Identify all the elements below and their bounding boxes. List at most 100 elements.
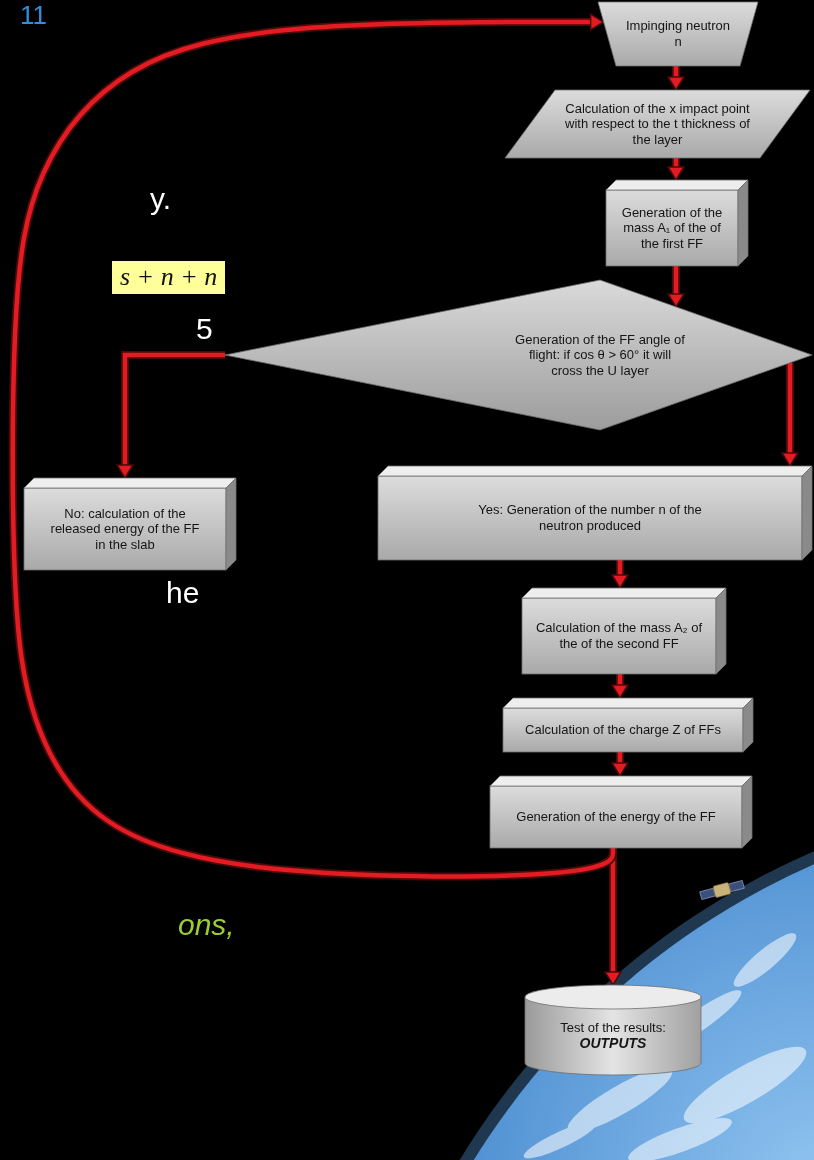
flow-arrow xyxy=(612,752,628,776)
box-top-bevel xyxy=(503,698,753,708)
arrow-head xyxy=(782,453,798,466)
arrow-line xyxy=(125,355,225,466)
box-face xyxy=(490,786,742,848)
text-area: Test of the results:OUTPUTS xyxy=(525,1009,701,1063)
flow-arrow xyxy=(612,674,628,698)
flow-arrow xyxy=(605,848,621,985)
arrow-line xyxy=(618,560,623,576)
flow-arrow xyxy=(782,363,798,466)
earth-clouds xyxy=(520,927,814,1160)
arrow-outline xyxy=(786,363,794,454)
box-side-bevel xyxy=(738,180,748,266)
node-text: OUTPUTS xyxy=(580,1035,647,1052)
arrow-head xyxy=(612,685,628,698)
arrow-line xyxy=(674,66,679,78)
node-text: Generation of the FF angle of flight: if… xyxy=(513,332,688,379)
box-top-bevel xyxy=(24,478,236,488)
text-area: Generation of the FF angle of flight: if… xyxy=(507,280,694,430)
earth-globe xyxy=(360,800,814,1160)
arrow-line xyxy=(618,752,623,764)
box-side-bevel xyxy=(742,776,752,848)
input-parallelogram: Calculation of the x impact point with r… xyxy=(505,90,810,158)
process-box: Calculation of the charge Z of FFs xyxy=(503,698,753,752)
slide-text-fragment: s + n + n xyxy=(112,261,225,294)
arrow-head xyxy=(117,465,133,478)
arrow-line xyxy=(618,674,623,686)
text-area: No: calculation of the released energy o… xyxy=(24,488,226,570)
process-box: Generation of the energy of the FF xyxy=(490,776,752,848)
arrow-line xyxy=(788,363,793,454)
slide-text-fragment: 5 xyxy=(196,312,213,345)
arrow-head xyxy=(668,167,684,180)
box-face xyxy=(378,476,802,560)
box-top-bevel xyxy=(606,180,748,190)
node-text: Calculation of the mass A₂ of the of the… xyxy=(534,620,704,651)
text-area: Calculation of the mass A₂ of the of the… xyxy=(522,598,716,674)
text-area: Generation of the mass A₁ of the of the … xyxy=(606,190,738,266)
node-text: Impinging neutron n xyxy=(623,18,733,49)
graphic-part xyxy=(520,1116,599,1160)
arrow-line xyxy=(611,848,616,973)
node-text: Generation of the mass A₁ of the of the … xyxy=(613,205,731,252)
satellite xyxy=(699,879,745,902)
arrow-outline xyxy=(616,674,624,686)
node-text: Generation of the energy of the FF xyxy=(516,809,715,825)
graphic-part xyxy=(728,927,802,994)
arrow-outline xyxy=(672,266,680,295)
arrow-line xyxy=(674,266,679,295)
decision-diamond: Generation of the FF angle of flight: if… xyxy=(225,280,812,430)
text-area: Yes: Generation of the number n of the n… xyxy=(378,476,802,560)
text-area: Calculation of the x impact point with r… xyxy=(505,90,810,158)
parallelogram-outline xyxy=(505,90,810,158)
trapezoid-outline xyxy=(598,2,758,66)
graphic-part xyxy=(700,888,716,899)
shape-outline xyxy=(225,280,812,430)
box-top-bevel xyxy=(490,776,752,786)
text-area: Generation of the energy of the FF xyxy=(490,786,742,848)
database-cylinder: Test of the results:OUTPUTS xyxy=(525,985,701,1075)
slide-text-fragment: ons, xyxy=(178,908,235,941)
slide-text-fragment: y. xyxy=(150,182,171,215)
arrow-outline xyxy=(616,560,624,576)
arrow-outline xyxy=(616,752,624,764)
arrow-outline xyxy=(672,66,680,78)
arrow-outline xyxy=(125,355,225,466)
box-side-bevel xyxy=(226,478,236,570)
slide-text-fragment: 11 xyxy=(20,1,47,30)
cylinder-top xyxy=(525,985,701,1009)
node-text: Calculation of the x impact point with r… xyxy=(555,101,760,148)
process-box: Yes: Generation of the number n of the n… xyxy=(378,466,812,560)
manual-input-trapezoid: Impinging neutron n xyxy=(598,2,758,66)
process-box: No: calculation of the released energy o… xyxy=(24,478,236,570)
text-area: Impinging neutron n xyxy=(616,2,740,66)
process-box: Generation of the mass A₁ of the of the … xyxy=(606,180,748,266)
arrow-head xyxy=(668,77,684,90)
flow-arrow xyxy=(612,560,628,588)
node-text: No: calculation of the released energy o… xyxy=(50,506,200,553)
node-text: Calculation of the charge Z of FFs xyxy=(525,722,721,738)
node-text: Test of the results: xyxy=(560,1020,666,1036)
box-face xyxy=(503,708,743,752)
box-face xyxy=(606,190,738,266)
box-top-bevel xyxy=(378,466,812,476)
box-side-bevel xyxy=(743,698,753,752)
flow-arrow xyxy=(117,355,225,478)
box-face xyxy=(24,488,226,570)
flow-arrow xyxy=(668,158,684,180)
arrow-outline xyxy=(609,848,617,973)
arrow-head xyxy=(612,763,628,776)
box-face xyxy=(522,598,716,674)
box-side-bevel xyxy=(802,466,812,560)
slide-text-fragment: he xyxy=(166,576,199,609)
graphic-part xyxy=(713,882,732,898)
box-top-bevel xyxy=(522,588,726,598)
node-text: Yes: Generation of the number n of the n… xyxy=(455,502,725,533)
flow-arrow xyxy=(668,66,684,90)
diamond-outline xyxy=(225,280,812,430)
arrow-head xyxy=(605,972,621,985)
